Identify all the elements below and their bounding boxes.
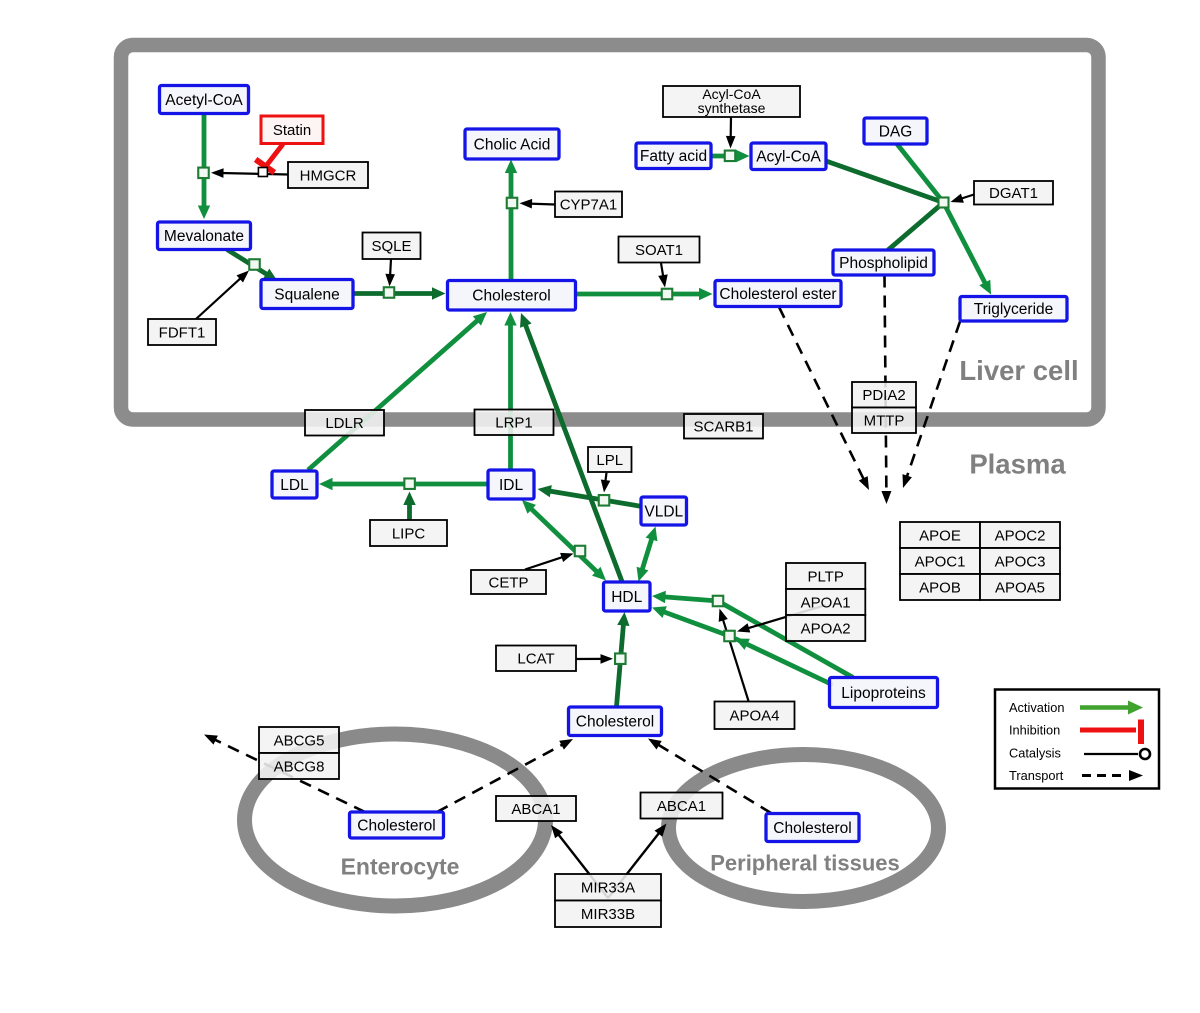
svg-text:APOC1: APOC1 [915,553,966,570]
svg-text:Liver cell: Liver cell [959,355,1078,386]
svg-text:Triglyceride: Triglyceride [974,301,1054,318]
svg-text:ABCG8: ABCG8 [274,758,325,775]
svg-text:Fatty acid: Fatty acid [640,148,707,165]
svg-text:HDL: HDL [611,589,642,606]
svg-text:Cholesterol ester: Cholesterol ester [719,286,836,303]
svg-text:IDL: IDL [499,477,524,494]
svg-text:LDL: LDL [280,477,309,494]
svg-text:APOE: APOE [919,527,961,544]
svg-text:PDIA2: PDIA2 [862,387,905,404]
svg-text:PLTP: PLTP [807,568,843,585]
svg-text:Acyl-CoA: Acyl-CoA [702,86,761,102]
svg-text:APOA1: APOA1 [801,594,851,611]
svg-text:CETP: CETP [488,574,528,591]
svg-text:Activation: Activation [1009,700,1064,715]
svg-text:Peripheral tissues: Peripheral tissues [710,851,900,876]
svg-text:Cholesterol: Cholesterol [576,714,654,731]
svg-text:ABCA1: ABCA1 [511,801,560,818]
svg-text:LPL: LPL [596,452,623,469]
svg-text:VLDL: VLDL [644,503,683,520]
svg-text:MTTP: MTTP [864,413,905,430]
svg-text:MIR33A: MIR33A [581,880,635,897]
svg-text:APOB: APOB [919,579,961,596]
svg-text:Cholic Acid: Cholic Acid [474,136,551,153]
svg-text:Catalysis: Catalysis [1009,746,1061,761]
svg-text:Phospholipid: Phospholipid [839,255,928,272]
svg-text:Inhibition: Inhibition [1009,723,1060,738]
svg-text:Plasma: Plasma [969,449,1066,480]
svg-text:SQLE: SQLE [371,238,411,255]
svg-text:Acyl-CoA: Acyl-CoA [756,149,821,166]
svg-text:ABCG5: ABCG5 [274,732,325,749]
svg-text:ABCA1: ABCA1 [657,798,706,815]
svg-text:Acetyl-CoA: Acetyl-CoA [165,92,243,109]
svg-text:LDLR: LDLR [325,415,364,432]
svg-text:APOC3: APOC3 [995,553,1046,570]
svg-text:Mevalonate: Mevalonate [164,228,244,245]
svg-text:MIR33B: MIR33B [581,906,635,923]
svg-text:FDFT1: FDFT1 [159,324,206,341]
svg-text:Lipoproteins: Lipoproteins [841,685,926,702]
svg-text:Enterocyte: Enterocyte [341,854,460,880]
svg-text:HMGCR: HMGCR [300,167,357,184]
svg-text:Cholesterol: Cholesterol [357,817,435,834]
svg-text:Squalene: Squalene [274,286,340,303]
svg-text:LRP1: LRP1 [495,415,533,432]
svg-text:synthetase: synthetase [698,100,766,116]
svg-text:APOC2: APOC2 [995,527,1046,544]
svg-text:Cholesterol: Cholesterol [773,820,851,837]
svg-text:LCAT: LCAT [517,651,554,668]
svg-text:Cholesterol: Cholesterol [472,288,550,305]
svg-text:DGAT1: DGAT1 [989,185,1038,202]
svg-text:LIPC: LIPC [392,525,426,542]
svg-text:Statin: Statin [273,122,311,139]
svg-text:Transport: Transport [1009,768,1064,783]
svg-text:CYP7A1: CYP7A1 [560,197,618,214]
svg-text:APOA2: APOA2 [801,620,851,637]
svg-text:DAG: DAG [879,123,913,140]
svg-text:SCARB1: SCARB1 [693,419,753,436]
svg-text:APOA4: APOA4 [729,708,779,725]
svg-text:APOA5: APOA5 [995,579,1045,596]
svg-text:SOAT1: SOAT1 [635,242,683,259]
